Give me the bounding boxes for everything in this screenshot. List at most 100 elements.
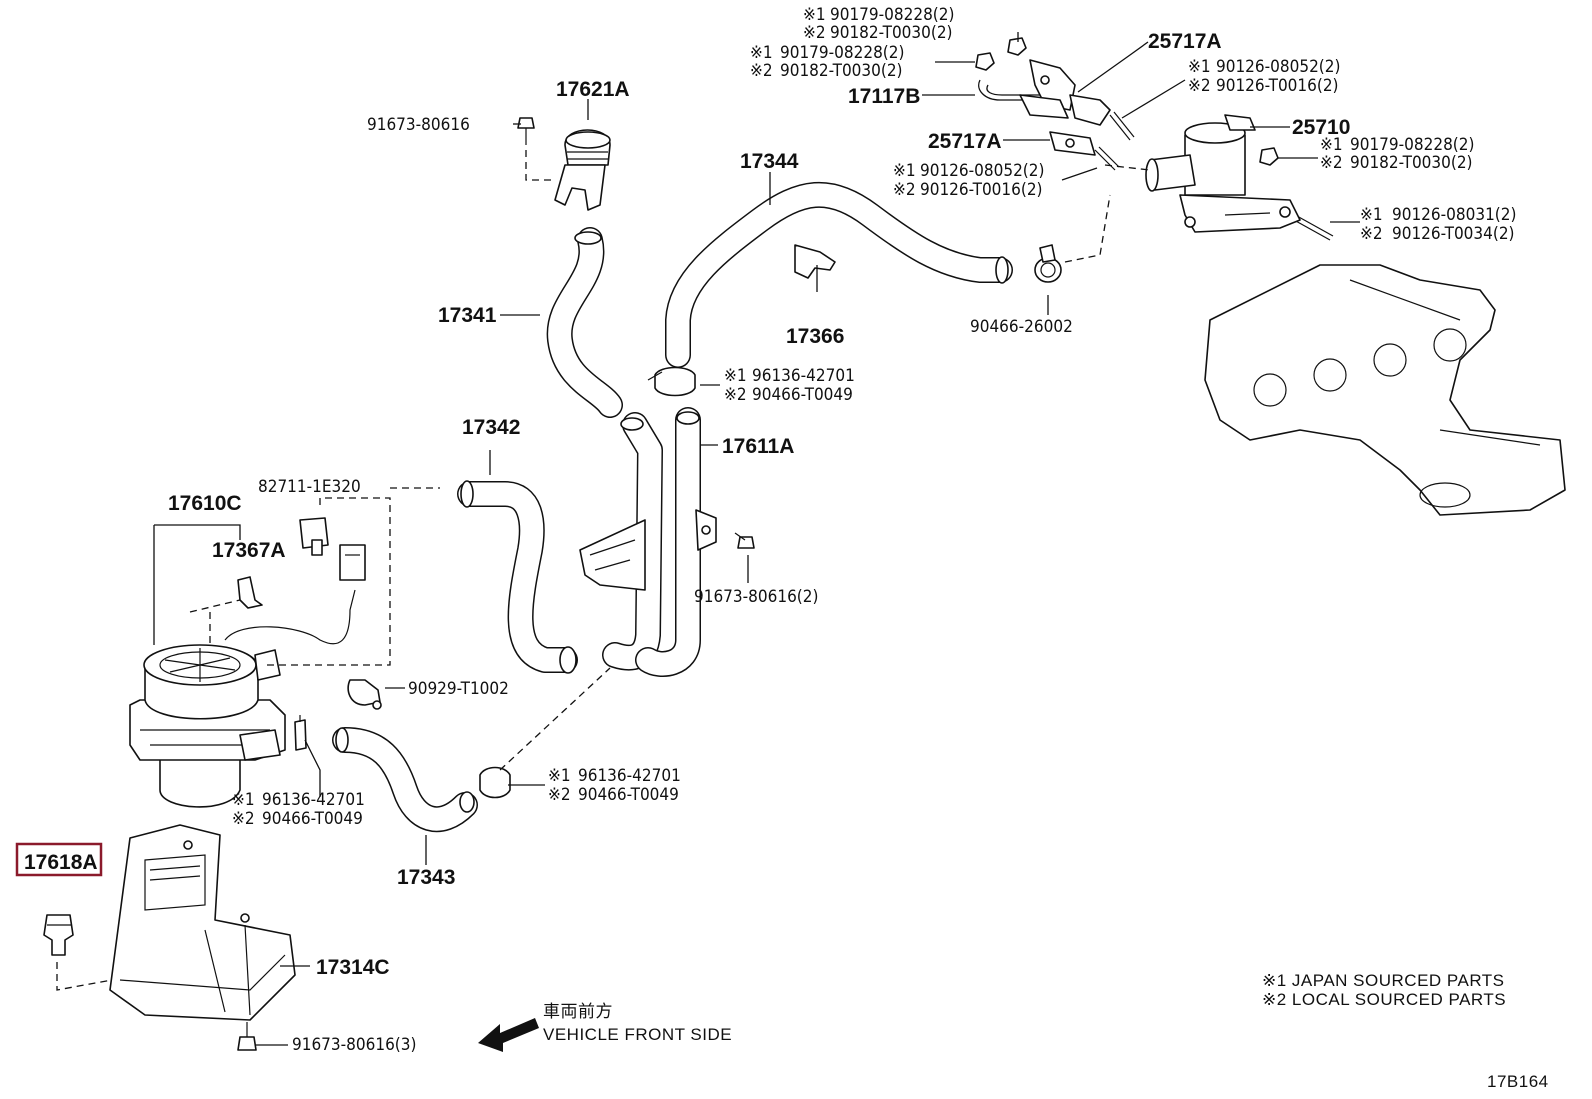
callout-c5-mark2: ※2	[1320, 153, 1343, 173]
hose-17342[interactable]	[457, 480, 578, 674]
callout-c7-mark2: ※2	[724, 385, 747, 405]
bracket-17314C[interactable]	[109, 824, 296, 1021]
nut-right[interactable]	[1259, 147, 1279, 166]
clip-17366[interactable]	[794, 244, 836, 279]
label-25710: 25710	[1292, 116, 1350, 139]
callout-c6: ※1 90126-08031(2) ※2 90126-T0034(2)	[1360, 205, 1516, 244]
callout-c7-part1: 96136-42701	[752, 366, 855, 386]
hose-17343[interactable]	[332, 727, 478, 833]
label-91673-80616: 91673-80616	[367, 115, 470, 135]
label-17367A: 17367A	[212, 539, 286, 562]
callout-c3-mark1: ※1	[1188, 57, 1211, 77]
label-17618A[interactable]: 17618A	[24, 851, 98, 874]
legend-japan-sourced: ※1 JAPAN SOURCED PARTS	[1262, 971, 1505, 990]
nut-top-1[interactable]	[1007, 37, 1027, 56]
callout-c8-mark2: ※2	[232, 809, 255, 829]
label-25717A-top: 25717A	[1148, 30, 1222, 53]
label-17342: 17342	[462, 416, 520, 439]
callout-c8-part1: 96136-42701	[262, 790, 365, 810]
callout-c6-mark1: ※1	[1360, 205, 1383, 225]
callout-c1-part2: 90182-T0030(2)	[830, 23, 953, 43]
connector-82711-1E320[interactable]	[299, 517, 329, 556]
bracket-25717A-mid[interactable]	[1049, 131, 1096, 156]
legend-local-sourced: ※2 LOCAL SOURCED PARTS	[1262, 990, 1506, 1009]
label-91673-80616-2: 91673-80616(2)	[694, 587, 818, 607]
callout-c3-part2: 90126-T0016(2)	[1216, 76, 1339, 96]
callout-c4-mark2: ※2	[893, 180, 916, 200]
clamp-90466-26002[interactable]	[1034, 244, 1062, 283]
label-82711-1E320: 82711-1E320	[258, 477, 361, 497]
callout-c6-part1: 90126-08031(2)	[1392, 205, 1516, 225]
callout-c9-mark2: ※2	[548, 785, 571, 805]
label-17314C: 17314C	[316, 956, 390, 979]
callout-c2: ※1 90179-08228(2) ※2 90182-T0030(2)	[750, 43, 904, 81]
callout-c8-part2: 90466-T0049	[262, 809, 363, 829]
hose-17344[interactable]	[665, 182, 1013, 368]
hose-clamp-lower[interactable]	[479, 766, 511, 799]
air-pipe-17611A[interactable]	[579, 407, 717, 677]
callout-c3-part1: 90126-08052(2)	[1216, 57, 1340, 77]
label-17343: 17343	[397, 866, 455, 889]
stud-middle[interactable]	[1094, 146, 1120, 171]
callout-c2-part2: 90182-T0030(2)	[780, 61, 903, 81]
callout-c9-mark1: ※1	[548, 766, 571, 786]
bolt-91673-80616[interactable]	[517, 117, 535, 145]
diagram-code: 17B164	[1487, 1072, 1549, 1091]
front-side-en: VEHICLE FRONT SIDE	[543, 1025, 732, 1044]
callout-c9: ※1 96136-42701 ※2 90466-T0049	[548, 766, 681, 805]
pump-connector[interactable]	[339, 544, 366, 581]
front-arrow-icon	[478, 1018, 539, 1052]
callout-c2-mark2: ※2	[750, 61, 773, 81]
cover-17621A[interactable]	[554, 129, 611, 211]
callout-c7-mark1: ※1	[724, 366, 747, 386]
callout-c1-mark2: ※2	[803, 23, 826, 43]
label-90466-26002: 90466-26002	[970, 317, 1073, 337]
callout-c1: ※1 90179-08228(2) ※2 90182-T0030(2)	[803, 5, 954, 43]
callout-c8: ※1 96136-42701 ※2 90466-T0049	[232, 790, 365, 829]
callout-c4-part1: 90126-08052(2)	[920, 161, 1044, 181]
bracket-25717A-top[interactable]	[1019, 59, 1111, 126]
callout-c3-mark2: ※2	[1188, 76, 1211, 96]
label-91673-80616-3: 91673-80616(3)	[292, 1035, 416, 1055]
callout-c1-mark1: ※1	[803, 5, 826, 25]
callout-c7-part2: 90466-T0049	[752, 385, 853, 405]
hose-clamp-pump[interactable]	[294, 715, 307, 751]
callout-c5: ※1 90179-08228(2) ※2 90182-T0030(2)	[1320, 135, 1474, 173]
callout-c2-part1: 90179-08228(2)	[780, 43, 904, 63]
nut-top-2[interactable]	[975, 52, 995, 71]
clamp-90929-T1002[interactable]	[347, 679, 382, 710]
callout-c1-part1: 90179-08228(2)	[830, 5, 954, 25]
stud-upper[interactable]	[1109, 111, 1135, 141]
pipe-17117B[interactable]	[978, 79, 1040, 101]
callout-c5-part2: 90182-T0030(2)	[1350, 153, 1473, 173]
exhaust-manifold	[1204, 264, 1566, 516]
callout-c4-mark1: ※1	[893, 161, 916, 181]
callout-c4-part2: 90126-T0016(2)	[920, 180, 1043, 200]
bolt-91673-80616-2[interactable]	[734, 532, 755, 549]
bolt-91673-80616-3[interactable]	[237, 1022, 257, 1051]
valve-25710[interactable]	[1145, 114, 1301, 233]
label-17117B: 17117B	[848, 85, 920, 108]
callout-c9-part1: 96136-42701	[578, 766, 681, 786]
label-25717A-mid: 25717A	[928, 130, 1002, 153]
label-17611A: 17611A	[722, 435, 794, 458]
callout-c6-part2: 90126-T0034(2)	[1392, 224, 1515, 244]
callout-c6-mark2: ※2	[1360, 224, 1383, 244]
label-17344: 17344	[740, 150, 799, 173]
label-17366: 17366	[786, 325, 844, 348]
bracket-17367A[interactable]	[237, 576, 263, 609]
highlight-box-17618A	[15, 842, 103, 877]
cushion-17618A[interactable]	[43, 914, 74, 956]
callout-c8-mark1: ※1	[232, 790, 255, 810]
hose-17341[interactable]	[546, 227, 623, 418]
callout-c7: ※1 96136-42701 ※2 90466-T0049	[724, 366, 855, 405]
air-pump-17610C[interactable]	[129, 589, 356, 808]
callout-c4: ※1 90126-08052(2) ※2 90126-T0016(2)	[893, 161, 1044, 200]
callout-c5-mark1: ※1	[1320, 135, 1343, 155]
label-17621A: 17621A	[556, 78, 630, 101]
callout-c3: ※1 90126-08052(2) ※2 90126-T0016(2)	[1188, 57, 1340, 96]
callout-c2-mark1: ※1	[750, 43, 773, 63]
label-17341: 17341	[438, 304, 497, 327]
hose-clamp-upper[interactable]	[647, 366, 696, 397]
